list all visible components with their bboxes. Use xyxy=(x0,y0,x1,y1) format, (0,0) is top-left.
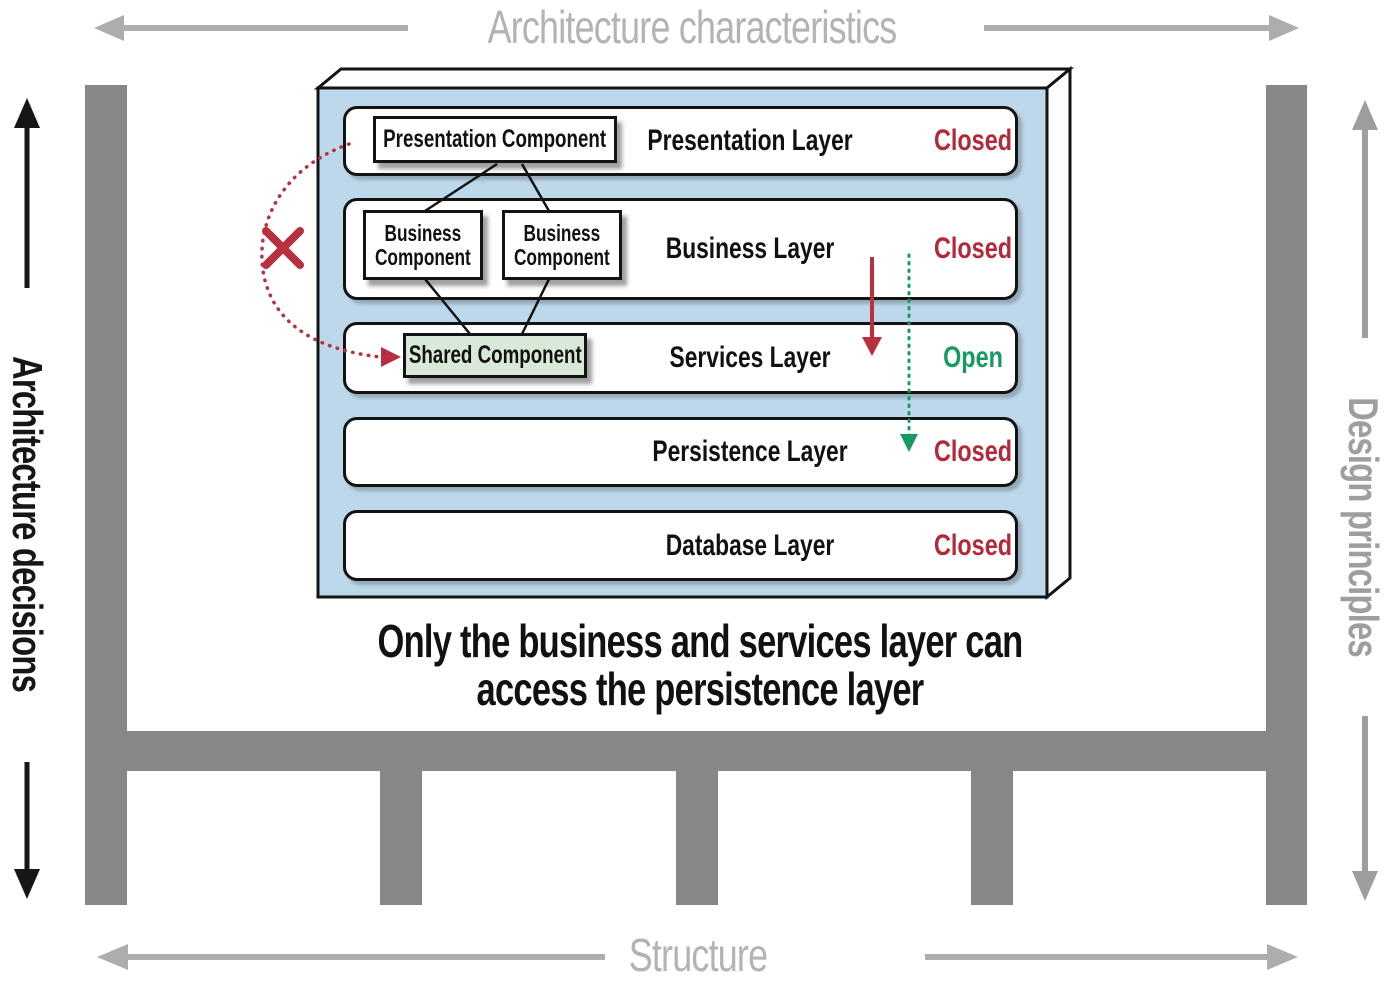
layer-label-business: Business Layer xyxy=(665,232,835,265)
layer-label-services: Services Layer xyxy=(669,341,831,374)
status-badge-persistence: Closed xyxy=(933,435,1013,468)
frame-leg-3 xyxy=(971,771,1013,905)
layer-label-persistence: Persistence Layer xyxy=(652,435,848,468)
layer-label-presentation: Presentation Layer xyxy=(647,124,853,157)
red-x-icon xyxy=(262,227,304,269)
caption-line-1: Only the business and services layer can xyxy=(377,615,1024,667)
business-component-left-label: Business Component xyxy=(375,219,471,270)
business-component-right-label: Business Component xyxy=(514,219,610,270)
layer-row-database: Database Layer Closed xyxy=(343,510,1018,581)
top-axis-label: Architecture characteristics xyxy=(487,1,898,53)
frame-left-bar xyxy=(85,85,127,905)
left-up-arrow-icon xyxy=(14,98,40,288)
right-up-arrow-icon xyxy=(1352,100,1378,338)
frame-leg-2 xyxy=(676,771,718,905)
layer-row-persistence: Persistence Layer Closed xyxy=(343,417,1018,487)
status-badge-services: Open xyxy=(943,341,1003,374)
presentation-component-box: Presentation Component xyxy=(373,116,617,163)
business-component-left-box: Business Component xyxy=(363,210,483,280)
shared-component-box: Shared Component xyxy=(403,333,587,378)
caption-line-2: access the persistence layer xyxy=(476,663,925,715)
right-down-arrow-icon xyxy=(1352,716,1378,901)
frame-leg-1 xyxy=(380,771,422,905)
bottom-left-arrow-icon xyxy=(97,944,605,970)
bottom-right-arrow-icon xyxy=(925,944,1298,970)
frame-horizontal-bar xyxy=(85,731,1307,771)
left-down-arrow-icon xyxy=(14,762,40,899)
layer-label-database: Database Layer xyxy=(665,528,835,562)
business-component-right-box: Business Component xyxy=(502,210,622,280)
top-left-arrow-icon xyxy=(94,15,408,41)
shared-component-label: Shared Component xyxy=(408,341,582,369)
top-right-arrow-icon xyxy=(984,15,1299,41)
status-badge-database: Closed xyxy=(933,528,1013,562)
right-axis-label: Design principles xyxy=(1340,397,1387,657)
presentation-component-label: Presentation Component xyxy=(383,125,607,153)
status-badge-presentation: Closed xyxy=(933,124,1013,157)
frame-right-bar xyxy=(1266,85,1307,905)
bottom-axis-label: Structure xyxy=(628,929,768,981)
left-axis-label: Architecture decisions xyxy=(4,355,51,693)
status-badge-business: Closed xyxy=(933,232,1013,265)
